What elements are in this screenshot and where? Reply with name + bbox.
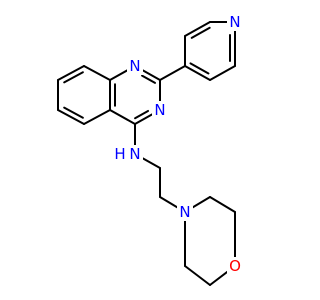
bond-pa-pb	[184, 65, 211, 81]
bond-n3-c4	[134, 112, 155, 125]
bond-c2-pa	[159, 65, 186, 81]
atom-n-morpholine: N	[177, 203, 193, 221]
bond-c7-c8	[57, 65, 85, 81]
bond-nm-m1	[190, 196, 211, 209]
atom-h-amine-label: H	[114, 145, 125, 163]
bond-c4a-c5	[83, 109, 111, 125]
bond-pd-pe-inner	[190, 26, 211, 39]
atom-o-morpholine-label: O	[229, 257, 241, 275]
bond-cb-nm	[159, 196, 180, 209]
bond-c8-c8a	[83, 65, 111, 81]
bond-m1-m2	[209, 196, 236, 213]
bond-n3-c4-inner	[134, 109, 150, 120]
bond-mo-m3	[209, 269, 230, 286]
atom-n-morpholine-label: N	[179, 203, 190, 221]
atom-n-pyridine-label: N	[229, 13, 240, 31]
bond-m3-m4	[184, 265, 211, 286]
atom-n-amine-label: N	[129, 145, 140, 163]
atom-n-pyridine: N	[227, 13, 243, 31]
atom-n-quinazoline-1-label: N	[129, 57, 140, 75]
atom-o-morpholine: O	[227, 257, 243, 275]
bond-pb-pc	[209, 65, 236, 81]
atom-n-amine: N H	[114, 145, 143, 163]
atom-n-quinazoline-3: N	[152, 101, 168, 119]
bond-c5-c6-inner	[63, 106, 84, 119]
bond-c7-c8-inner	[63, 71, 84, 84]
bond-c5-c6	[57, 109, 85, 125]
atom-n-quinazoline-1: N	[127, 57, 143, 75]
bond-pa-pb-inner	[189, 62, 210, 75]
bond-n1-c2	[140, 68, 161, 81]
bond-c4-c4a	[109, 109, 136, 125]
atom-n-quinazoline-3-label: N	[154, 101, 165, 119]
bond-c8a-n1	[109, 68, 130, 81]
bond-n1-c2-inner	[141, 74, 157, 84]
bond-pd-pe	[184, 21, 211, 37]
molecule-structure-diagram: N N N N H N O	[57, 13, 243, 286]
bond-nam-ca	[140, 156, 161, 169]
bond-layer	[57, 21, 236, 286]
atom-label-layer: N N N N H N O	[114, 13, 243, 275]
